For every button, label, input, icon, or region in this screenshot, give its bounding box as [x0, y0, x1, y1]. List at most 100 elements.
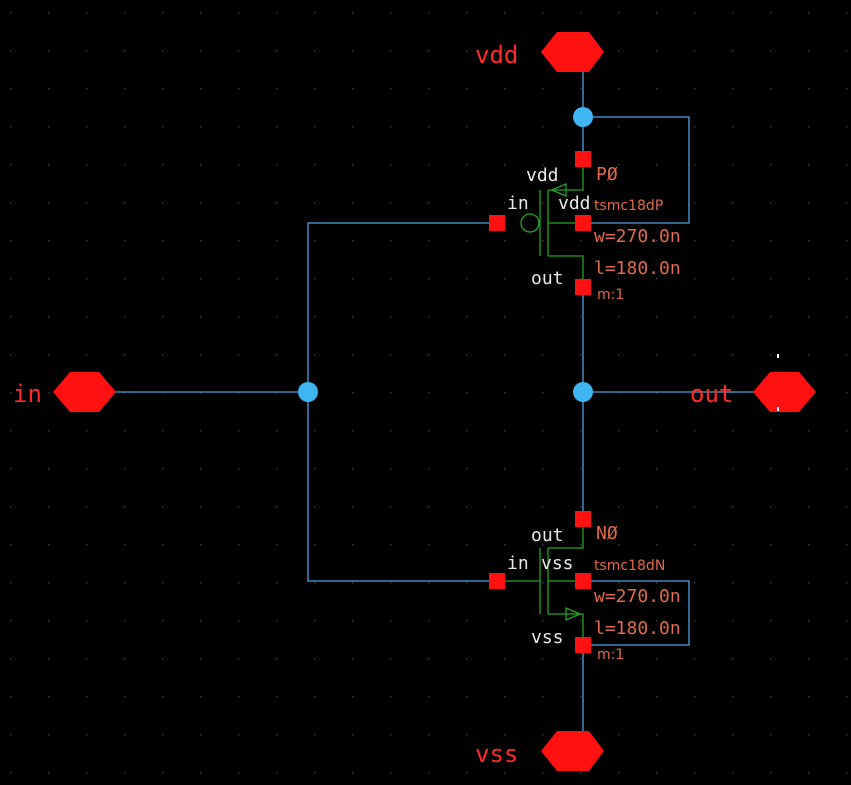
grid-dot [390, 12, 392, 14]
grid-dot [162, 658, 164, 660]
grid-dot [542, 88, 544, 90]
grid-dot [352, 544, 354, 546]
grid-dot [86, 202, 88, 204]
grid-dot [618, 468, 620, 470]
grid-dot [428, 392, 430, 394]
grid-dot [124, 468, 126, 470]
wire-nmos-bulk[interactable] [583, 580, 690, 646]
wire-pmos-bulk[interactable] [583, 116, 690, 224]
grid-dot [770, 12, 772, 14]
grid-dot [238, 772, 240, 774]
grid-dot [238, 164, 240, 166]
grid-dot [10, 658, 12, 660]
grid-dot [466, 354, 468, 356]
grid-dot [694, 544, 696, 546]
out-pin[interactable] [753, 372, 816, 412]
grid-dot [390, 582, 392, 584]
nmos-model: tsmc18dN [594, 558, 665, 574]
grid-dot [124, 658, 126, 660]
pmos-source-label: vdd [526, 165, 559, 186]
nmos-bulk-terminal[interactable] [575, 573, 591, 589]
grid-dot [124, 354, 126, 356]
grid-dot [732, 544, 734, 546]
grid-dot [770, 544, 772, 546]
grid-dot [466, 202, 468, 204]
grid-dot [200, 316, 202, 318]
pmos-drain-terminal[interactable] [575, 279, 591, 295]
grid-dot [618, 12, 620, 14]
grid-dot [162, 240, 164, 242]
in-pin[interactable] [53, 372, 116, 412]
nmos-source-terminal[interactable] [575, 637, 591, 653]
grid-dot [466, 430, 468, 432]
nmos-gate-terminal[interactable] [489, 573, 505, 589]
vdd-pin-label: vdd [475, 41, 518, 69]
grid-dot [276, 126, 278, 128]
grid-dot [390, 316, 392, 318]
grid-dot [276, 468, 278, 470]
grid-dot [200, 772, 202, 774]
grid-dot [732, 164, 734, 166]
grid-dot [162, 354, 164, 356]
grid-dot [694, 354, 696, 356]
grid-dot [542, 696, 544, 698]
grid-dot [200, 658, 202, 660]
nmos-symbol[interactable] [497, 519, 584, 645]
grid-dot [200, 126, 202, 128]
grid-dot [846, 50, 848, 52]
grid-dot [10, 164, 12, 166]
grid-dot [352, 202, 354, 204]
grid-dot [656, 468, 658, 470]
grid-dot [48, 468, 50, 470]
out-pin-label: out [690, 380, 733, 408]
grid-dot [200, 544, 202, 546]
grid-dot [466, 164, 468, 166]
nmos-source-label: vss [531, 627, 564, 648]
grid-dot [352, 126, 354, 128]
grid-dot [428, 544, 430, 546]
grid-dot [846, 12, 848, 14]
grid-dot [314, 240, 316, 242]
grid-dot [656, 430, 658, 432]
grid-dot [656, 772, 658, 774]
grid-dot [10, 126, 12, 128]
grid-dot [694, 316, 696, 318]
grid-dot [770, 468, 772, 470]
grid-dot [124, 392, 126, 394]
grid-dot [808, 240, 810, 242]
grid-dot [124, 696, 126, 698]
grid-dot [694, 126, 696, 128]
grid-dot [162, 430, 164, 432]
grid-dot [466, 620, 468, 622]
grid-dot [466, 582, 468, 584]
grid-dot [10, 582, 12, 584]
pmos-gate-terminal[interactable] [489, 215, 505, 231]
grid-dot [694, 50, 696, 52]
grid-dot [390, 164, 392, 166]
grid-dot [618, 620, 620, 622]
nmos-drain-terminal[interactable] [575, 511, 591, 527]
grid-dot [162, 734, 164, 736]
junction-vdd[interactable] [573, 107, 593, 127]
vss-pin[interactable] [541, 731, 604, 771]
pmos-bulk-terminal[interactable] [575, 215, 591, 231]
grid-dot [542, 278, 544, 280]
grid-dot [86, 354, 88, 356]
pmos-source-terminal[interactable] [575, 151, 591, 167]
grid-dot [846, 164, 848, 166]
grid-dot [48, 430, 50, 432]
junction-in[interactable] [298, 382, 318, 402]
grid-dot [618, 126, 620, 128]
grid-dot [124, 126, 126, 128]
vdd-pin[interactable] [541, 32, 604, 72]
grid-dot [580, 620, 582, 622]
junction-out[interactable] [573, 382, 593, 402]
grid-dot [200, 202, 202, 204]
grid-dot [656, 734, 658, 736]
grid-dot [352, 696, 354, 698]
grid-dot [732, 50, 734, 52]
grid-dot [48, 658, 50, 660]
grid-dot [86, 582, 88, 584]
grid-dot [808, 544, 810, 546]
